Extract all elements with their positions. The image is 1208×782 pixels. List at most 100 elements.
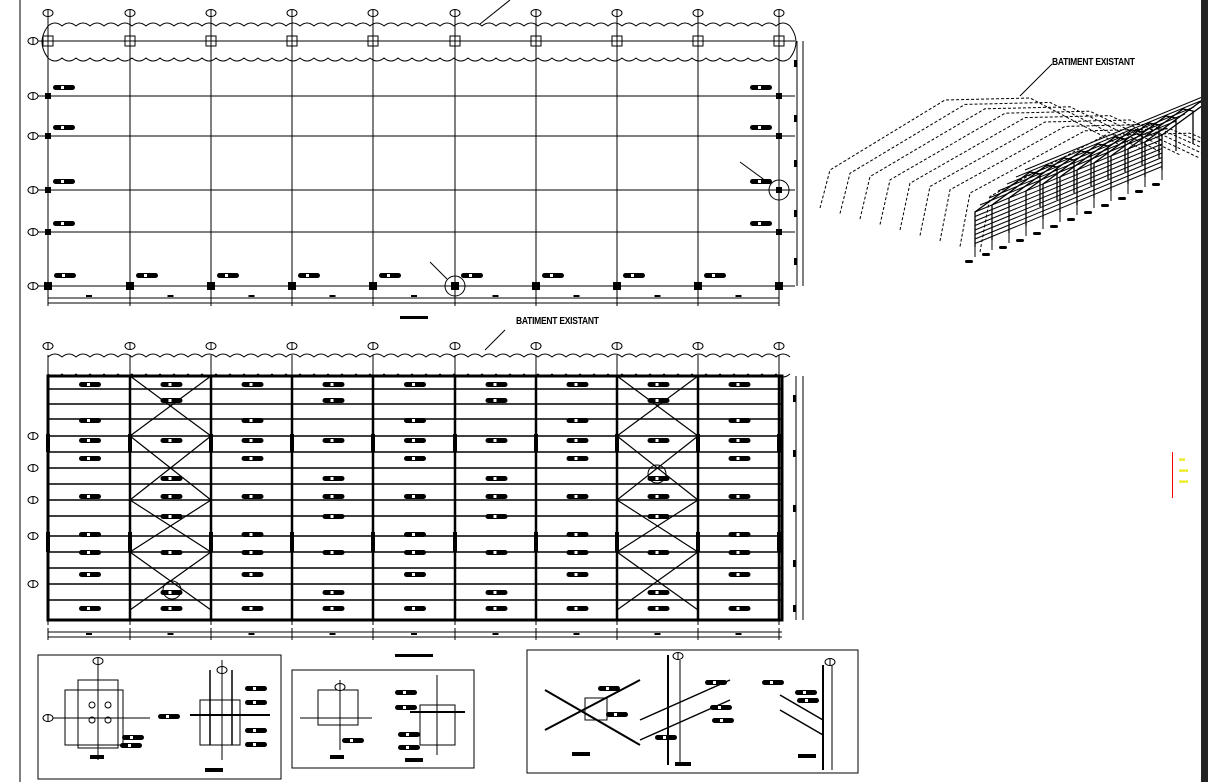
plan-title xyxy=(400,316,428,319)
detail-title xyxy=(572,752,590,756)
member-tag-mark xyxy=(412,533,415,536)
member-tag-mark xyxy=(655,515,659,518)
member-tag-mark xyxy=(655,399,659,402)
column-section xyxy=(209,532,213,552)
member-tag-mark xyxy=(330,477,334,480)
member-tag-mark xyxy=(655,495,659,498)
member-tag-mark xyxy=(249,439,253,442)
member-tag-mark xyxy=(493,383,497,386)
member-tag-mark xyxy=(403,706,406,709)
member-tag-mark xyxy=(574,383,578,386)
member-tag-mark xyxy=(574,439,578,442)
member-tag-mark xyxy=(249,383,253,386)
member-tag-mark xyxy=(249,495,253,498)
detail-title xyxy=(330,755,344,759)
existing-frame xyxy=(859,106,1161,220)
column-base xyxy=(288,282,296,290)
girt xyxy=(974,166,1163,244)
purlin xyxy=(997,113,1186,192)
existing-frame xyxy=(959,128,1208,247)
member-tag-mark xyxy=(736,383,740,386)
column-base xyxy=(775,282,783,290)
column-section xyxy=(371,532,375,552)
dimension-text xyxy=(248,633,255,635)
purlin xyxy=(988,120,1177,199)
member-tag-mark xyxy=(330,439,334,442)
member-tag-mark xyxy=(720,719,723,722)
member-tag-mark xyxy=(330,383,334,386)
member-tag-mark xyxy=(493,477,497,480)
member-tag-mark xyxy=(387,274,390,277)
dimension-text xyxy=(793,505,796,512)
gusset-plate xyxy=(584,697,608,721)
existing-frame xyxy=(879,110,1181,225)
column-section xyxy=(46,434,50,452)
existing-frame xyxy=(939,123,1208,242)
column-section xyxy=(128,434,132,452)
member-tag-mark xyxy=(412,383,415,386)
column-section xyxy=(615,532,619,552)
girt xyxy=(974,134,1163,213)
member-tag-mark xyxy=(87,419,90,422)
member-tag-mark xyxy=(253,729,256,732)
leader xyxy=(484,329,506,351)
detail-title xyxy=(675,762,691,766)
anchor-bolt xyxy=(104,716,112,724)
column-base xyxy=(776,133,782,139)
member-tag-mark xyxy=(62,274,65,277)
dimension-text xyxy=(248,295,255,297)
existing-frame xyxy=(979,132,1208,253)
purlin xyxy=(1015,99,1204,178)
dimension-text xyxy=(654,295,661,297)
member-tag-mark xyxy=(330,607,334,610)
column-section xyxy=(534,532,538,552)
member-tag xyxy=(1016,239,1024,242)
member-tag xyxy=(999,246,1007,249)
member-tag-mark xyxy=(87,551,90,554)
dimension-text xyxy=(794,115,797,122)
member-tag-mark xyxy=(655,591,659,594)
bracing-member xyxy=(779,709,824,736)
member-tag-mark xyxy=(412,607,415,610)
layer-legend: ■■■■■■■■ xyxy=(1172,452,1202,498)
member-tag-mark xyxy=(758,126,761,129)
steel-portal-frame xyxy=(1161,100,1208,170)
member-tag-mark xyxy=(168,591,172,594)
column-base xyxy=(694,282,702,290)
column-base xyxy=(207,282,215,290)
member-tag-mark xyxy=(168,551,172,554)
member-tag-mark xyxy=(130,736,133,739)
column-footing-dashed xyxy=(773,35,785,47)
member-tag xyxy=(1101,204,1109,207)
dimension-text xyxy=(654,633,661,635)
member-tag-mark xyxy=(550,274,553,277)
detail-callout xyxy=(444,275,466,297)
column-base xyxy=(45,93,51,99)
dimension-text xyxy=(492,295,499,297)
member-tag-mark xyxy=(614,713,617,716)
existing-building-label-3d: BATIMENT EXISTANT xyxy=(1052,57,1135,68)
member-tag-mark xyxy=(330,515,334,518)
member-tag-mark xyxy=(249,533,253,536)
member-tag-mark xyxy=(663,736,666,739)
member-tag-mark xyxy=(61,180,64,183)
member-tag-mark xyxy=(87,607,90,610)
member-tag xyxy=(1050,225,1058,228)
detail-callout xyxy=(162,580,182,600)
dimension-text xyxy=(167,633,174,635)
member-tag-mark xyxy=(574,457,578,460)
member-tag-mark xyxy=(168,399,172,402)
existing-frame xyxy=(819,97,1121,209)
bracing-member xyxy=(544,679,641,731)
member-tag xyxy=(965,260,973,263)
member-tag-mark xyxy=(713,681,716,684)
member-tag-mark xyxy=(168,439,172,442)
member-tag-mark xyxy=(655,551,659,554)
member-tag-mark xyxy=(87,457,90,460)
member-tag-mark xyxy=(736,607,740,610)
dimension-text xyxy=(411,633,417,635)
column-footing-dashed xyxy=(286,35,298,47)
member-tag-mark xyxy=(253,743,256,746)
member-tag-mark xyxy=(406,746,409,749)
member-tag-mark xyxy=(87,495,90,498)
